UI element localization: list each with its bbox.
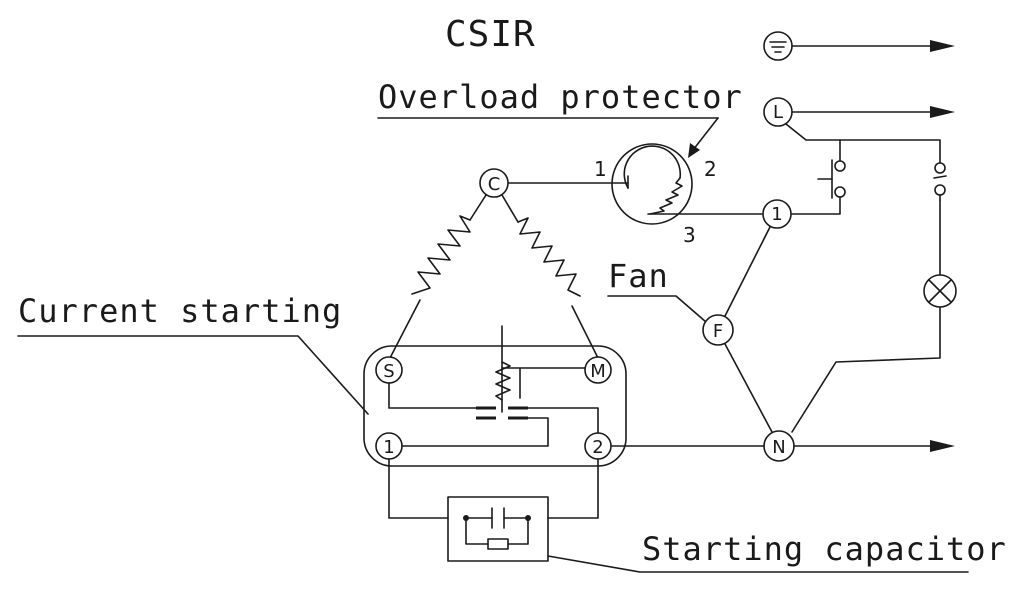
- overload-protector-label: Overload protector: [378, 78, 743, 116]
- terminal-common: [479, 168, 509, 198]
- current-starting-leader: [17, 335, 369, 415]
- node1-to-fan-wire: [723, 226, 771, 319]
- start-winding: [389, 194, 487, 359]
- starting-capacitor: [447, 496, 549, 562]
- terminal-common-label: C: [488, 174, 501, 195]
- relay-coil-and-contacts: [388, 325, 599, 447]
- fan-icon: [702, 314, 734, 346]
- terminal-main-label: M: [590, 361, 606, 382]
- fan-leader: [607, 295, 707, 323]
- lamp-switch: [933, 162, 947, 201]
- current-starting-relay: [363, 345, 627, 467]
- diagram-title: CSIR: [445, 14, 536, 55]
- main-winding: [501, 194, 599, 359]
- lamp-icon: [923, 274, 957, 308]
- neutral-arrow: [930, 440, 955, 452]
- overload-leader-arrowhead: [688, 143, 700, 158]
- overload-leader: [692, 117, 719, 151]
- capacitor-icon: [463, 507, 531, 550]
- terminal-line-label: L: [773, 102, 783, 123]
- current-starting-label: Current starting: [18, 292, 342, 330]
- terminal-start-label: S: [383, 361, 394, 382]
- lamp-to-neutral-wire: [791, 306, 941, 433]
- terminal-node-1-label: 1: [771, 204, 782, 225]
- terminal-node-1: [762, 199, 792, 229]
- protector-pin-2: 2: [704, 157, 717, 181]
- protector-pin-1: 1: [594, 157, 607, 181]
- ground-arrow: [930, 40, 955, 52]
- overload-protector: [611, 143, 693, 225]
- starting-capacitor-leader: [547, 555, 969, 573]
- terminal-relay-1-label: 1: [383, 437, 394, 458]
- fan-terminal-label: F: [713, 321, 723, 342]
- line-to-lamp-switch-wire: [785, 123, 941, 163]
- protector-pin-3: 3: [683, 223, 696, 247]
- ground-terminal: [763, 31, 793, 61]
- starting-capacitor-label: Starting capacitor: [642, 530, 1007, 568]
- terminal-main: [584, 356, 612, 384]
- terminal-neutral-label: N: [772, 437, 785, 458]
- fan-label: Fan: [608, 257, 669, 295]
- door-switch: [817, 159, 846, 199]
- line-arrow: [930, 106, 955, 118]
- terminal-relay-2-label: 2: [592, 437, 603, 458]
- fan-to-neutral-wire: [724, 343, 773, 433]
- relay2-to-capacitor-wire: [547, 458, 599, 519]
- door-switch-to-node1-wire: [791, 196, 841, 215]
- relay1-to-capacitor-wire: [388, 458, 449, 519]
